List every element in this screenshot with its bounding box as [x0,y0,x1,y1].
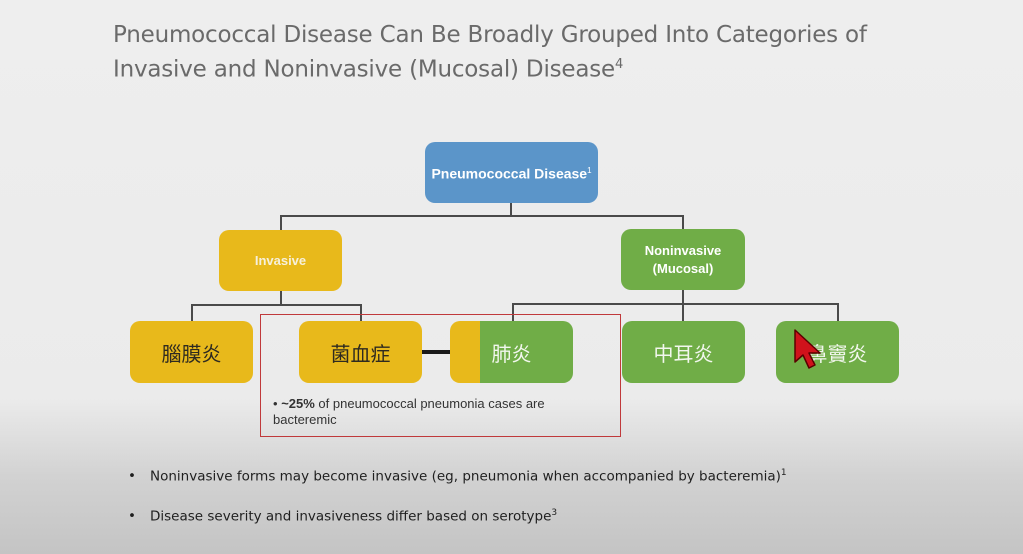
leaf-otitis-media-label: 中耳炎 [653,341,714,366]
leaf-meningitis-label: 腦膜炎 [161,341,222,366]
node-pneumococcal-disease-label: Pneumococcal Disease [431,165,588,182]
mouse-pointer-icon [794,329,821,369]
connector-to-bacteremia [360,304,362,322]
connector-top-horizontal [280,215,683,217]
node-noninvasive: Noninvasive (Mucosal) [621,229,745,290]
connector-to-pneumonia [512,303,514,322]
connector-bacteremia-pneumonia [421,350,453,354]
connector-noninvasive-down [682,289,684,304]
leaf-bacteremia: 菌血症 [299,321,422,383]
connector-to-otitis [682,303,684,322]
bullet-dot-1: • [128,468,136,484]
node-pneumococcal-disease: Pneumococcal Disease1 [425,142,598,203]
bullet-ref-2: 3 [551,508,558,518]
callout-text: • ~25% of pneumococcal pneumonia cases a… [273,396,603,428]
node-root-ref: 1 [587,166,592,176]
node-invasive-label: Invasive [254,253,307,268]
node-noninvasive-line2: (Mucosal) [652,260,714,276]
callout-bullet: • [273,396,278,411]
callout-body: of pneumococcal pneumonia cases are bact… [273,396,545,427]
title-ref: 4 [615,57,624,72]
callout-box [260,314,621,437]
bullet-ref-1: 1 [780,468,787,478]
connector-to-sinusitis [837,303,839,322]
bullet-text-2: Disease severity and invasiveness differ… [150,508,552,525]
slide-title: Pneumococcal Disease Can Be Broadly Grou… [113,20,973,85]
connector-to-noninvasive [682,215,684,231]
title-line-1: Pneumococcal Disease Can Be Broadly Grou… [113,22,867,48]
bullet-item-1: • Noninvasive forms may become invasive … [128,468,988,488]
bullet-list: • Noninvasive forms may become invasive … [128,468,988,528]
bullet-item-2: • Disease severity and invasiveness diff… [128,508,988,528]
leaf-pneumonia-label: 肺炎 [491,341,532,366]
node-noninvasive-line1: Noninvasive [644,242,722,258]
title-line-2-text: Invasive and Noninvasive (Mucosal) Disea… [113,56,615,83]
leaf-pneumonia: 肺炎 [450,321,573,383]
connector-root-down [510,203,512,216]
connector-noninvasive-horizontal [512,303,838,305]
callout-bold: ~25% [281,396,315,411]
connector-invasive-down [280,290,282,305]
leaf-bacteremia-label: 菌血症 [330,341,391,366]
title-line-2: Invasive and Noninvasive (Mucosal) Disea… [113,50,973,85]
connector-to-invasive [280,215,282,231]
connector-invasive-horizontal [191,304,362,306]
bullet-text-1: Noninvasive forms may become invasive (e… [150,468,781,485]
leaf-meningitis: 腦膜炎 [130,321,253,383]
bullet-dot-2: • [128,508,136,524]
leaf-otitis-media: 中耳炎 [622,321,745,383]
connector-to-meningitis [191,304,193,322]
node-invasive: Invasive [219,230,342,291]
